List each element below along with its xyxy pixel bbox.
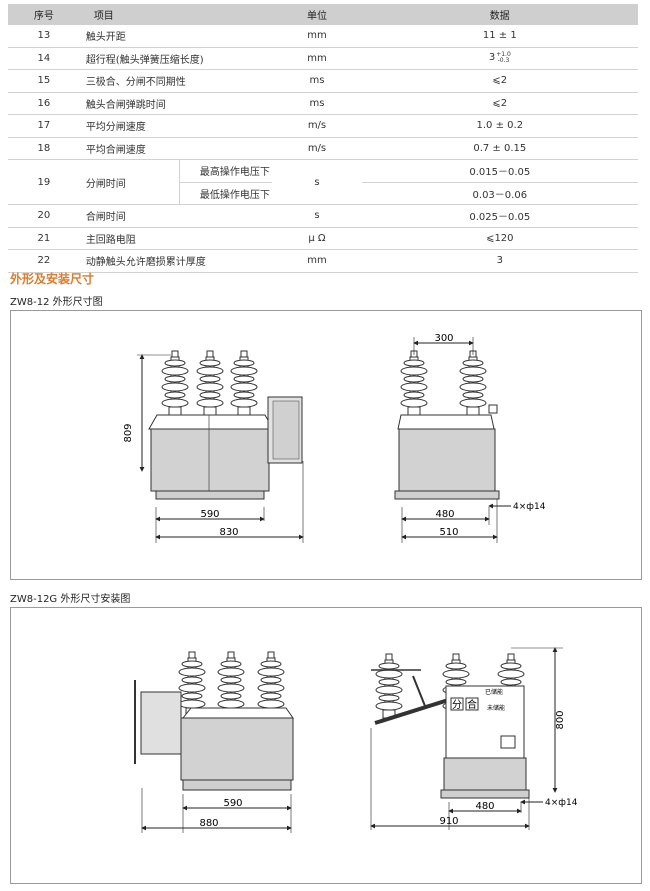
tolerance-lower: -0.3 <box>497 57 510 65</box>
cell-unit: ms <box>272 92 362 115</box>
side-view: 分 合 已储能 未储能 800 480 910 4×ф14 <box>370 647 578 830</box>
cell-unit: m/s <box>272 137 362 160</box>
figure-1-frame: 809 590 830 300 480 510 4×ф14 <box>10 310 642 580</box>
figure-2-frame: 590 880 分 合 已储能 未储能 800 <box>10 607 642 884</box>
figure-1-drawing: 809 590 830 300 480 510 4×ф14 <box>123 333 546 543</box>
dim-height: 800 <box>555 710 566 729</box>
dim-width-outer: 830 <box>219 527 238 538</box>
label-unstored: 未储能 <box>487 704 505 712</box>
table-row: 15 三极合、分闸不同期性 ms ⩽2 <box>8 69 638 93</box>
cell-item: 平均分闸速度 <box>79 114 273 138</box>
cell-subitem: 最高操作电压下 <box>178 159 273 183</box>
table-row: 13 触头开距 mm 11 ± 1 <box>8 25 638 48</box>
cell-item: 超行程(触头弹簧压缩长度) <box>79 47 273 70</box>
figure-2-caption: ZW8-12G 外形尺寸安装图 <box>10 594 131 605</box>
cell-no: 13 <box>8 25 80 48</box>
cell-item: 触头合闸弹跳时间 <box>79 92 273 115</box>
dim-side-inner: 480 <box>435 509 454 520</box>
cell-item: 三极合、分闸不同期性 <box>79 69 273 93</box>
dim-side-outer: 510 <box>439 527 458 538</box>
header-unit: 单位 <box>272 4 362 25</box>
cell-item: 分闸时间 <box>79 159 180 205</box>
cell-value: ⩽2 <box>361 92 638 115</box>
cell-unit: mm <box>272 47 362 70</box>
table-row: 16 触头合闸弹跳时间 ms ⩽2 <box>8 92 638 115</box>
cell-item: 动静触头允许磨损累计厚度 <box>79 249 273 273</box>
value-main: 3 <box>488 52 496 64</box>
cell-unit: mm <box>272 249 362 273</box>
table-row: 21 主回路电阻 μ Ω ⩽120 <box>8 227 638 250</box>
table-row: 19 分闸时间 最高操作电压下 s 0.015－0.05 <box>8 159 638 205</box>
table-row: 17 平均分闸速度 m/s 1.0 ± 0.2 <box>8 114 638 138</box>
side-view: 300 480 510 4×ф14 <box>394 333 546 543</box>
cell-item: 合闸时间 <box>79 204 273 228</box>
cell-no: 17 <box>8 114 80 138</box>
cell-no: 15 <box>8 69 80 93</box>
front-view: 590 880 <box>134 651 294 833</box>
cell-no: 16 <box>8 92 80 115</box>
figure-1-caption: ZW8-12 外形尺寸图 <box>10 297 103 308</box>
label-stored: 已储能 <box>485 688 503 696</box>
cell-no: 20 <box>8 204 80 228</box>
cell-unit: ms <box>272 69 362 93</box>
header-item: 项目 <box>79 4 273 25</box>
cell-no: 22 <box>8 249 80 273</box>
cell-no: 18 <box>8 137 80 160</box>
cell-item: 平均合闸速度 <box>79 137 273 160</box>
cell-no: 19 <box>8 159 80 205</box>
table-row: 最低操作电压下 0.03－0.06 <box>8 182 638 205</box>
dim-top: 300 <box>434 333 453 344</box>
dim-holes: 4×ф14 <box>545 798 578 808</box>
dim-width-outer: 880 <box>199 818 218 829</box>
cell-unit: mm <box>272 25 362 48</box>
cell-item: 触头开距 <box>79 25 273 48</box>
cell-value: 1.0 ± 0.2 <box>361 114 638 138</box>
header-no: 序号 <box>8 4 80 25</box>
front-view: 809 590 830 <box>123 350 304 543</box>
cell-unit: μ Ω <box>272 227 362 250</box>
spec-table: 序号 项目 单位 数据 13 触头开距 mm 11 ± 1 14 超行程(触头弹… <box>8 4 638 273</box>
table-row: 14 超行程(触头弹簧压缩长度) mm 3+1.0-0.3 <box>8 47 638 70</box>
figure-2-drawing: 590 880 分 合 已储能 未储能 800 <box>134 647 578 833</box>
cell-value: ⩽2 <box>361 69 638 93</box>
cell-subitem: 最低操作电压下 <box>178 182 273 205</box>
dim-width-inner: 590 <box>223 798 242 809</box>
cell-unit: s <box>272 159 362 205</box>
dim-height: 809 <box>123 423 134 442</box>
cell-no: 14 <box>8 47 80 70</box>
tolerance-upper: +1.0 <box>496 51 511 59</box>
cell-value: ⩽120 <box>361 227 638 250</box>
table-row: 22 动静触头允许磨损累计厚度 mm 3 <box>8 249 638 273</box>
dim-side-inner: 480 <box>475 801 494 812</box>
table-row: 20 合闸时间 s 0.025－0.05 <box>8 204 638 228</box>
dim-width-inner: 590 <box>200 509 219 520</box>
dim-side-outer: 910 <box>439 816 458 827</box>
cell-value: 3+1.0-0.3 <box>361 47 638 70</box>
cell-item: 主回路电阻 <box>79 227 273 250</box>
cell-value: 11 ± 1 <box>361 25 638 48</box>
cell-unit: m/s <box>272 114 362 138</box>
table-header-row: 序号 项目 单位 数据 <box>8 4 638 25</box>
label-close: 合 <box>467 698 477 711</box>
cell-value: 0.7 ± 0.15 <box>361 137 638 160</box>
cell-value: 0.03－0.06 <box>361 182 638 205</box>
cell-value: 0.025－0.05 <box>361 204 638 228</box>
tolerance: +1.0-0.3 <box>496 52 511 64</box>
label-open: 分 <box>452 699 462 711</box>
cell-value: 3 <box>361 249 638 273</box>
cell-no: 21 <box>8 227 80 250</box>
cell-unit: s <box>272 204 362 228</box>
section-title: 外形及安装尺寸 <box>10 272 95 286</box>
cell-value: 0.015－0.05 <box>361 159 638 183</box>
table-row: 18 平均合闸速度 m/s 0.7 ± 0.15 <box>8 137 638 160</box>
header-value: 数据 <box>361 4 638 25</box>
dim-holes: 4×ф14 <box>513 502 546 512</box>
